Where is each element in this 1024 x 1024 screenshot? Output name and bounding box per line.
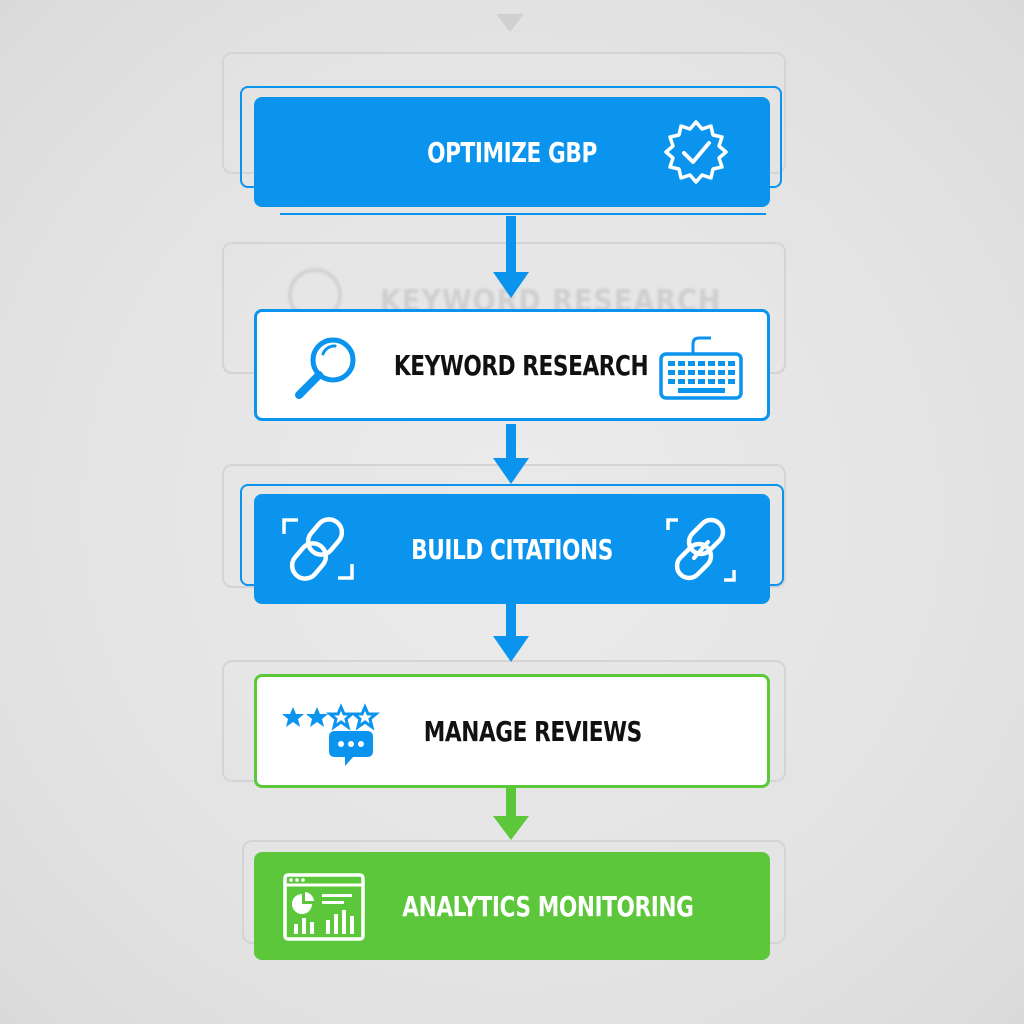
connector-arrowhead-2 [493, 458, 529, 484]
connector-arrowhead-1 [493, 272, 529, 298]
link-icon [666, 517, 736, 582]
step-optimize-gbp[interactable]: OPTIMIZE GBP [254, 97, 770, 207]
connector-arrow-3 [506, 604, 516, 640]
connector-arrow-2 [506, 424, 516, 462]
connector-arrowhead-4 [493, 816, 529, 840]
verified-badge-icon [664, 120, 728, 184]
step-keyword-research[interactable]: KEYWORD RESEARCH [254, 309, 770, 421]
keyboard-icon [659, 336, 743, 400]
connector-arrow-1 [506, 216, 516, 276]
dashboard-icon [283, 873, 365, 941]
step-1-underline [280, 213, 766, 215]
step-analytics-monitoring[interactable]: ANALYTICS MONITORING [254, 852, 770, 960]
step-build-citations-label: BUILD CITATIONS [411, 532, 613, 566]
step-keyword-research-label: KEYWORD RESEARCH [393, 348, 649, 382]
step-analytics-monitoring-label: ANALYTICS MONITORING [402, 889, 694, 923]
step-manage-reviews-label: MANAGE REVIEWS [423, 714, 642, 748]
step-manage-reviews[interactable]: MANAGE REVIEWS [254, 674, 770, 788]
magnifier-icon [295, 337, 356, 399]
step-build-citations[interactable]: BUILD CITATIONS [254, 494, 770, 604]
step-optimize-gbp-label: OPTIMIZE GBP [427, 135, 597, 169]
stars-chat-icon [282, 703, 381, 766]
ghost-arrow-top [496, 14, 524, 32]
connector-arrowhead-3 [493, 636, 529, 662]
connector-arrow-4 [506, 788, 516, 820]
link-icon [282, 517, 354, 581]
